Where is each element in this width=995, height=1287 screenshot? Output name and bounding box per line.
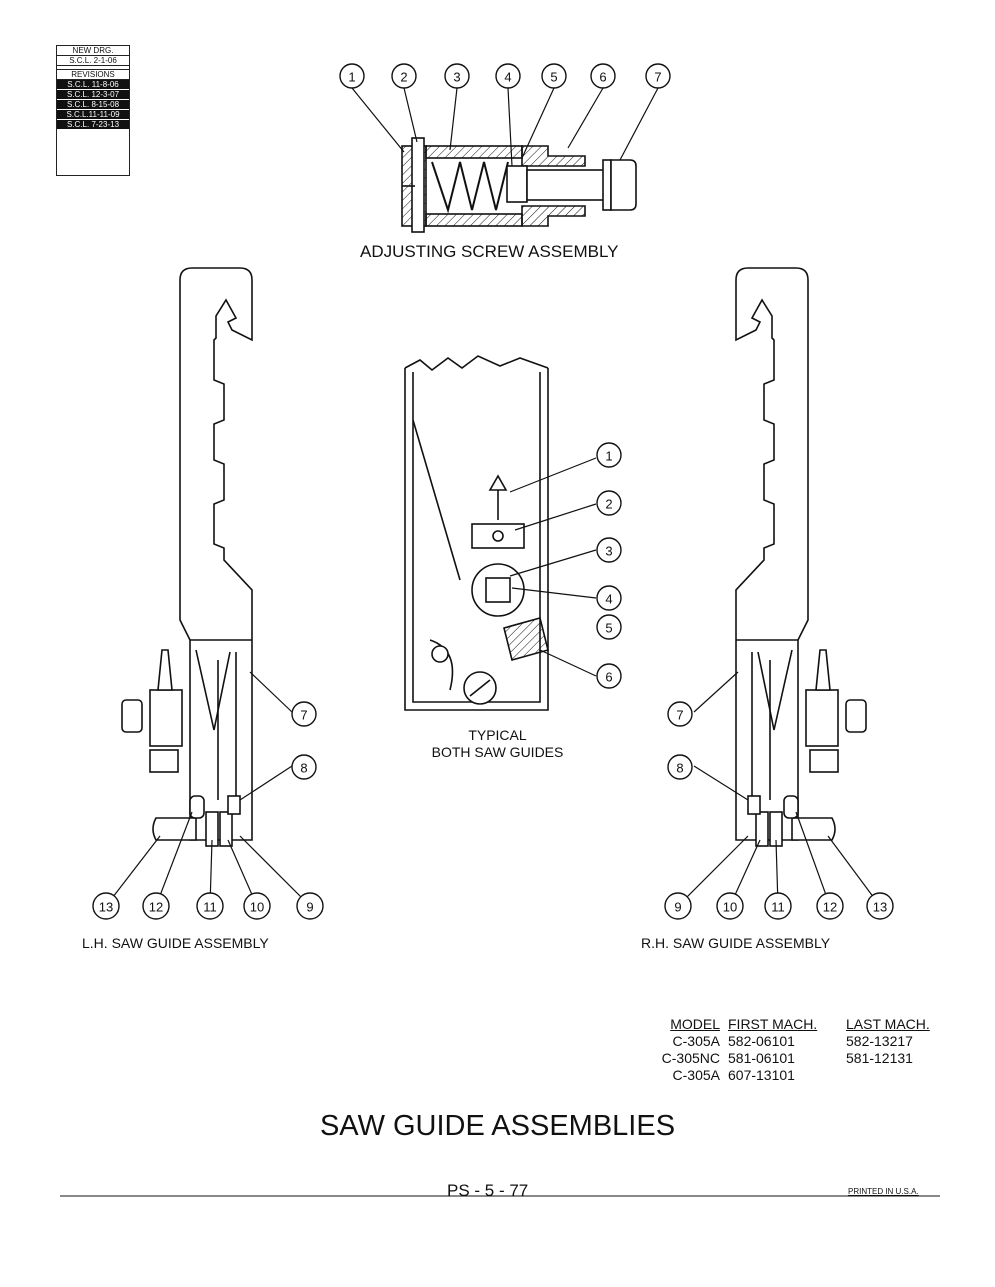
revision-box: NEW DRG. S.C.L. 2-1-06 REVISIONS S.C.L. … <box>56 45 130 176</box>
adjusting-screw-caption: ADJUSTING SCREW ASSEMBLY <box>360 242 619 261</box>
rh-guide-drawing <box>735 267 867 847</box>
svg-text:5: 5 <box>605 621 612 636</box>
table-row: C-305A 607-13101 <box>648 1067 946 1084</box>
revisions-header: REVISIONS <box>57 70 129 80</box>
svg-text:9: 9 <box>306 900 313 915</box>
svg-text:5: 5 <box>550 70 557 85</box>
callout: 3 <box>596 537 622 563</box>
callout: 9 <box>664 892 692 920</box>
svg-text:2: 2 <box>400 70 407 85</box>
lh-assembly-caption: L.H. SAW GUIDE ASSEMBLY <box>82 935 269 951</box>
callout: 2 <box>596 490 622 516</box>
typical-guide-drawing <box>404 355 549 711</box>
header-last: LAST MACH. <box>846 1016 930 1032</box>
callout: 10 <box>716 892 744 920</box>
new-drawing-ref: S.C.L. 2-1-06 <box>57 56 129 66</box>
first-mach-cell: 607-13101 <box>728 1067 795 1083</box>
callout: 7 <box>291 701 317 727</box>
svg-text:10: 10 <box>723 900 737 915</box>
model-cell: C-305A <box>672 1033 720 1049</box>
page-number: PS - 5 - 77 <box>447 1181 529 1200</box>
callout: 7 <box>667 701 693 727</box>
revision-entry: S.C.L. 8-15-08 <box>57 100 129 110</box>
callout: 10 <box>243 892 271 920</box>
svg-text:1: 1 <box>348 70 355 85</box>
callout: 8 <box>291 754 317 780</box>
callout: 13 <box>92 892 120 920</box>
svg-text:1: 1 <box>605 449 612 464</box>
callout: 4 <box>596 585 622 611</box>
table-row: C-305A 582-06101 582-13217 <box>648 1033 946 1050</box>
revision-entry: S.C.L. 11-8-06 <box>57 80 129 90</box>
model-cell: C-305NC <box>661 1050 720 1066</box>
page-title: SAW GUIDE ASSEMBLIES <box>319 1110 676 1142</box>
rh-guide-leaders <box>677 671 881 907</box>
model-table-header: MODEL FIRST MACH. LAST MACH. <box>648 1016 946 1033</box>
callout: 12 <box>816 892 844 920</box>
table-row: C-305NC 581-06101 581-12131 <box>648 1050 946 1067</box>
callout: 6 <box>590 63 616 89</box>
callout: 2 <box>391 63 417 89</box>
callout: 5 <box>596 614 622 640</box>
revision-entry: S.C.L. 12-3-07 <box>57 90 129 100</box>
new-drawing-label: NEW DRG. <box>57 46 129 56</box>
svg-text:2: 2 <box>605 497 612 512</box>
last-mach-cell <box>840 1067 946 1084</box>
svg-text:9: 9 <box>674 900 681 915</box>
revision-spacer <box>57 66 129 70</box>
typical-caption-line2: BOTH SAW GUIDES <box>431 744 564 760</box>
svg-text:6: 6 <box>599 70 606 85</box>
svg-text:13: 13 <box>99 900 113 915</box>
model-table: MODEL FIRST MACH. LAST MACH. C-305A 582-… <box>648 1016 946 1084</box>
last-mach-cell: 582-13217 <box>846 1033 913 1049</box>
callout: 13 <box>866 892 894 920</box>
revision-entry: S.C.L.11-11-09 <box>57 110 129 120</box>
adjusting-screw-leaders <box>351 87 659 167</box>
callout: 7 <box>645 63 671 89</box>
svg-text:3: 3 <box>605 544 612 559</box>
svg-text:11: 11 <box>203 900 217 915</box>
callout: 6 <box>596 663 622 689</box>
typical-guide-leaders <box>509 457 597 677</box>
callout: 9 <box>296 892 324 920</box>
first-mach-cell: 582-06101 <box>728 1033 795 1049</box>
callout: 8 <box>667 754 693 780</box>
svg-text:11: 11 <box>771 900 785 915</box>
svg-text:8: 8 <box>300 761 307 776</box>
printed-in-usa: PRINTED IN U.S.A. <box>848 1187 919 1196</box>
typical-caption-line1: TYPICAL <box>468 727 527 743</box>
callout: 3 <box>444 63 470 89</box>
svg-text:6: 6 <box>605 670 612 685</box>
adjusting-screw-drawing <box>401 137 637 233</box>
header-model: MODEL <box>670 1016 720 1032</box>
svg-text:7: 7 <box>300 708 307 723</box>
first-mach-cell: 581-06101 <box>728 1050 795 1066</box>
svg-text:3: 3 <box>453 70 460 85</box>
svg-text:8: 8 <box>676 761 683 776</box>
revision-entry: S.C.L. 7-23-13 <box>57 120 129 130</box>
svg-text:10: 10 <box>250 900 264 915</box>
callout: 12 <box>142 892 170 920</box>
model-cell: C-305A <box>672 1067 720 1083</box>
rh-assembly-caption: R.H. SAW GUIDE ASSEMBLY <box>641 935 831 951</box>
svg-text:12: 12 <box>823 900 837 915</box>
callout: 11 <box>764 892 792 920</box>
svg-text:4: 4 <box>504 70 511 85</box>
svg-text:7: 7 <box>676 708 683 723</box>
callout: 5 <box>541 63 567 89</box>
lh-guide-drawing <box>121 267 253 847</box>
last-mach-cell: 581-12131 <box>846 1050 913 1066</box>
svg-text:4: 4 <box>605 592 612 607</box>
callout: 11 <box>196 892 224 920</box>
callout: 4 <box>495 63 521 89</box>
svg-text:12: 12 <box>149 900 163 915</box>
callout: 1 <box>596 442 622 468</box>
svg-text:13: 13 <box>873 900 887 915</box>
header-first: FIRST MACH. <box>728 1016 818 1032</box>
callout: 1 <box>339 63 365 89</box>
svg-text:7: 7 <box>654 70 661 85</box>
